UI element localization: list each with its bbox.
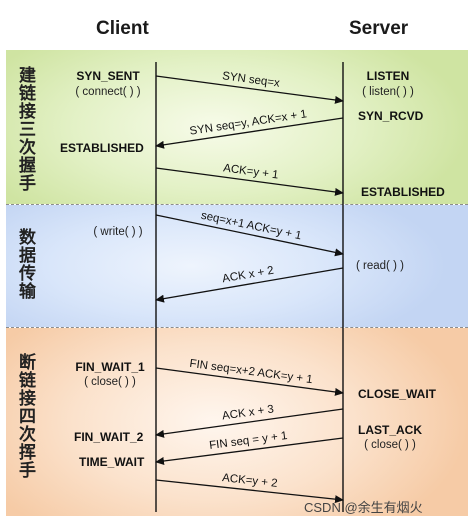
- message-arrow-5: [155, 267, 344, 303]
- client-call-close: ( close( ) ): [84, 376, 136, 388]
- server-state-listen: LISTEN: [366, 69, 410, 83]
- message-label-6: FIN seq=x+2 ACK=y + 1: [188, 357, 313, 386]
- client-call-write: ( write( ) ): [93, 226, 143, 238]
- message-arrow-7: [155, 408, 344, 438]
- server-header: Server: [349, 18, 409, 39]
- message-label-9: ACK=y + 2: [221, 472, 279, 490]
- message-label-2: SYN seq=y, ACK=x + 1: [188, 108, 308, 138]
- message-label-8: FIN seq = y + 1: [208, 430, 288, 453]
- message-arrow-8: [155, 437, 344, 465]
- server-state-close-wait: CLOSE_WAIT: [358, 387, 437, 401]
- message-label-1: SYN seq=x: [221, 69, 281, 90]
- client-call-connect: ( connect( ) ): [75, 86, 141, 98]
- message-arrow-2: [155, 117, 344, 149]
- client-state-fin-wait-1: FIN_WAIT_1: [75, 360, 145, 374]
- phase-close-label: 断链接四次挥手: [15, 353, 35, 479]
- client-header: Client: [96, 18, 149, 39]
- server-call-read: ( read( ) ): [356, 260, 404, 272]
- message-label-7: ACK x + 3: [221, 403, 275, 423]
- message-arrow-6: [155, 367, 344, 396]
- client-state-fin-wait-2: FIN_WAIT_2: [74, 430, 144, 444]
- phase-divider: [6, 204, 468, 205]
- message-label-3: ACK=y + 1: [222, 161, 279, 182]
- server-call-listen: ( listen( ) ): [362, 86, 414, 98]
- phase-data-band: [6, 205, 468, 327]
- phase-close-band: [6, 328, 468, 516]
- message-arrow-1: [155, 75, 344, 104]
- server-state-last-ack: LAST_ACK: [357, 423, 423, 437]
- client-state-syn-sent: SYN_SENT: [76, 69, 140, 83]
- message-arrow-9: [155, 479, 344, 504]
- phase-data-label: 数据传输: [15, 228, 35, 300]
- message-label-5: ACK x + 2: [221, 264, 275, 286]
- client-state-established: ESTABLISHED: [60, 141, 144, 155]
- watermark: CSDN @余生有烟火: [304, 500, 423, 515]
- server-state-syn-rcvd: SYN_RCVD: [358, 109, 424, 123]
- message-arrow-4: [155, 214, 344, 257]
- message-label-4: seq=x+1 ACK=y + 1: [200, 209, 303, 243]
- phase-connect-label: 建链接三次握手: [15, 66, 35, 192]
- message-arrow-3: [155, 167, 344, 196]
- phase-divider: [6, 327, 468, 328]
- client-state-time-wait: TIME_WAIT: [79, 455, 145, 469]
- server-call-close: ( close( ) ): [364, 439, 416, 451]
- server-state-established: ESTABLISHED: [361, 185, 445, 199]
